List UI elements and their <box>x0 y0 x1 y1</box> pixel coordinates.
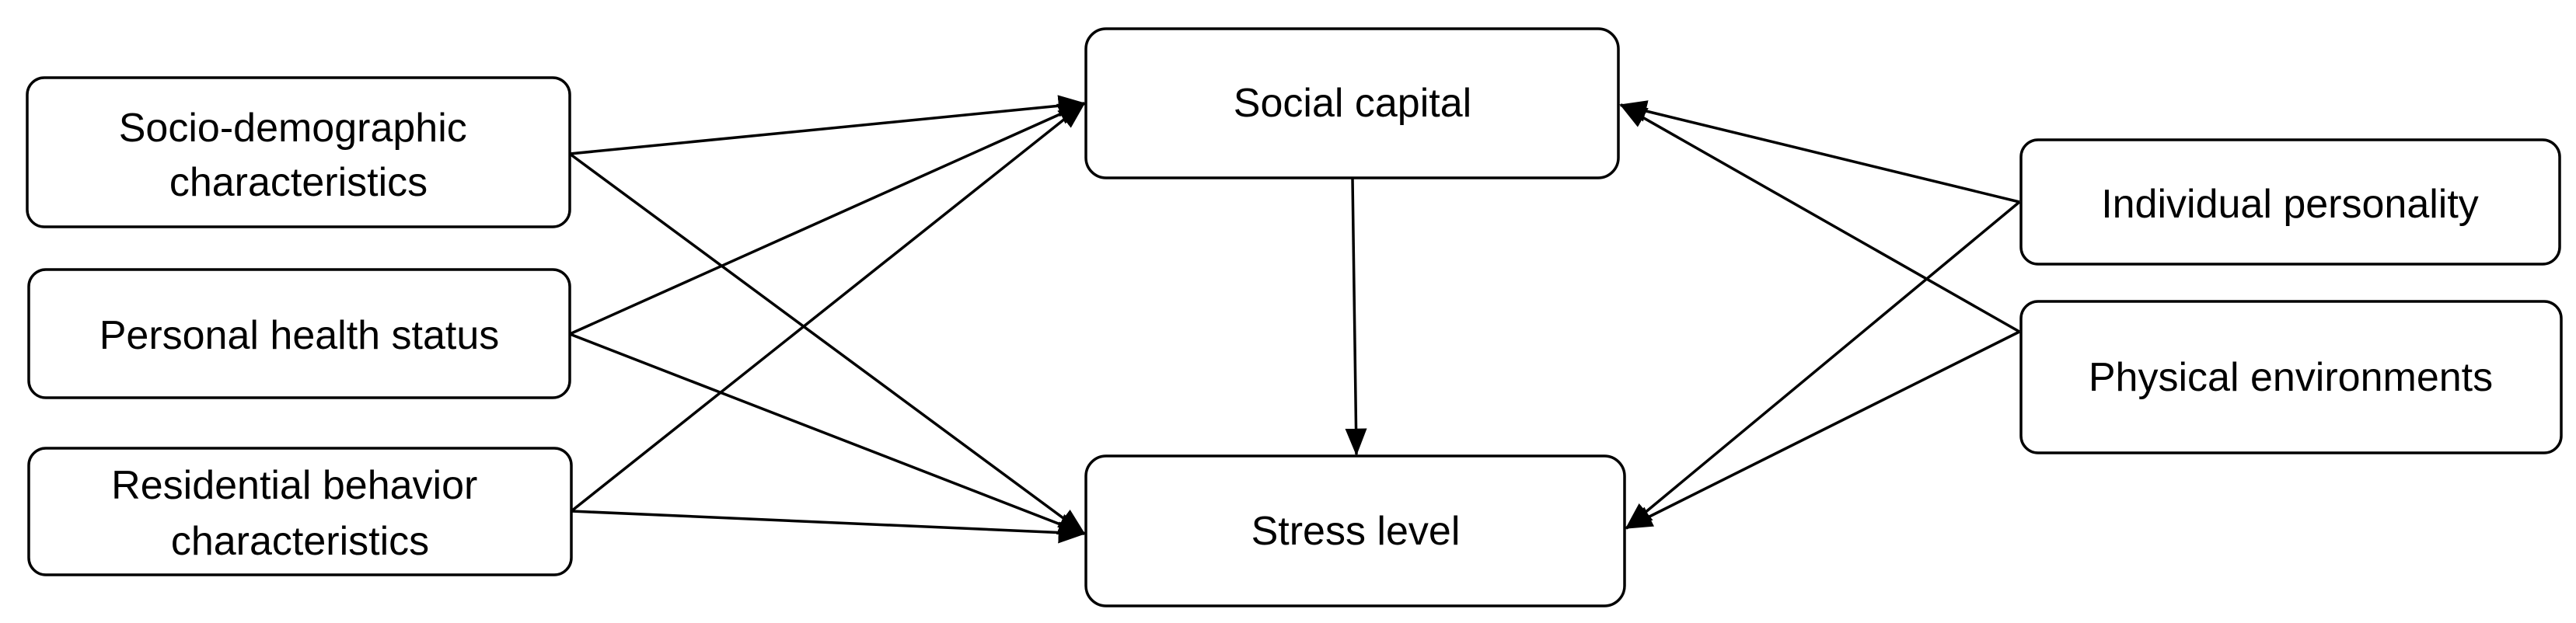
node-label-line: characteristics <box>171 519 429 564</box>
node-label-line: Individual personality <box>2101 182 2479 227</box>
node-label-line: Stress level <box>1251 509 1461 554</box>
node-box <box>1084 27 1620 179</box>
edge-socio-to-social <box>569 95 1086 155</box>
node-label-line: Personal health status <box>99 313 500 358</box>
node-box <box>1084 454 1626 607</box>
node-social-capital: Social capital <box>1084 27 1620 179</box>
node-box <box>2019 138 2561 266</box>
node-box <box>27 268 571 399</box>
node-box <box>27 447 573 576</box>
edge-personality-to-social <box>1619 100 2020 204</box>
svg-text:Socio-demographic charac: Socio-demographic characteristics <box>119 106 478 205</box>
edge-personality-to-stress <box>1625 200 2021 530</box>
node-personal-health-status: Personal health status <box>27 268 571 399</box>
edge-physical-to-social <box>1619 103 2020 333</box>
edge-socio-to-stress <box>568 152 1086 535</box>
svg-text:Stress level: Stress level <box>1251 509 1461 554</box>
edge-health-to-stress <box>569 332 1086 535</box>
svg-text:Individual personality: Individual personality <box>2101 182 2479 227</box>
node-label-line: Social capital <box>1234 81 1471 126</box>
edges-layer <box>568 95 2021 544</box>
node-box <box>2019 300 2563 454</box>
node-physical-environments: Physical environments <box>2019 300 2563 454</box>
edge-physical-to-stress <box>1625 330 2020 530</box>
edge-residential-to-social <box>570 102 1086 513</box>
edge-social-to-stress <box>1345 178 1367 456</box>
svg-text:Social capital: Social capital <box>1234 81 1471 126</box>
node-individual-personality: Individual personality <box>2019 138 2561 266</box>
svg-text:Personal health status: Personal health status <box>99 313 500 358</box>
node-label-line: characteristics <box>169 160 428 205</box>
node-label-line: Physical environments <box>2089 355 2493 400</box>
node-residential-behavior: Residential behavior characteristics <box>27 447 573 576</box>
svg-text:Residential behavior cha: Residential behavior characteristics <box>111 463 489 564</box>
node-label-line: Socio-demographic <box>119 106 467 151</box>
svg-text:Physical environments: Physical environments <box>2089 355 2493 400</box>
node-stress-level: Stress level <box>1084 454 1626 607</box>
node-box <box>26 76 571 228</box>
edge-residential-to-stress <box>571 510 1086 544</box>
edge-health-to-social <box>569 102 1086 336</box>
node-socio-demographic: Socio-demographic characteristics <box>26 76 571 228</box>
node-label-line: Residential behavior <box>111 463 477 508</box>
